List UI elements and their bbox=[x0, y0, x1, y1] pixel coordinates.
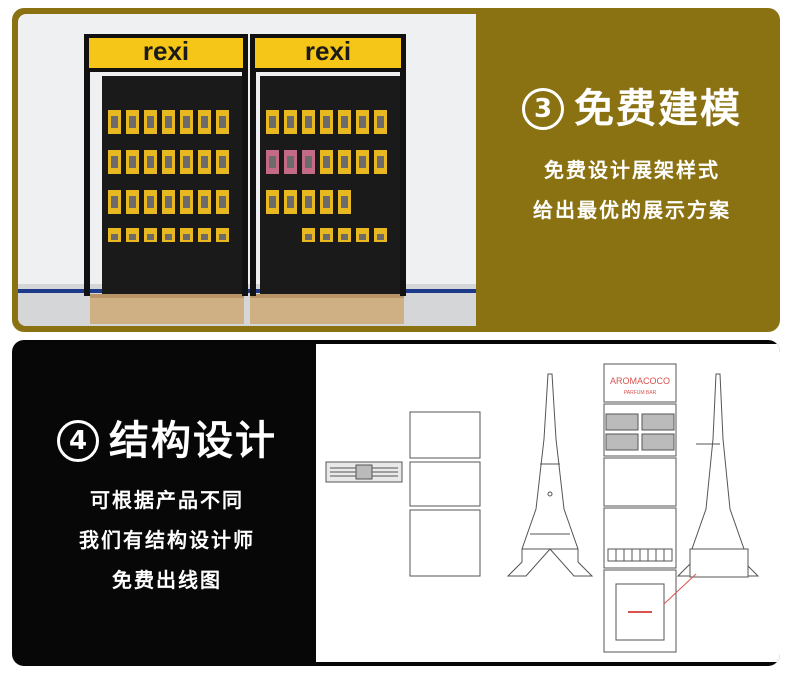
structure-design-title: 结构设计 bbox=[109, 418, 277, 464]
product-package-window bbox=[201, 196, 208, 208]
product-package-window bbox=[147, 196, 154, 208]
product-package-window bbox=[341, 156, 348, 168]
product-package-window bbox=[129, 156, 136, 168]
product-package-window bbox=[359, 234, 366, 240]
product-package-window bbox=[111, 196, 118, 208]
product-package-window bbox=[219, 156, 226, 168]
structure-design-line-1: 可根据产品不同 bbox=[90, 488, 244, 512]
product-package-window bbox=[305, 234, 312, 240]
product-package-window bbox=[201, 156, 208, 168]
product-package-window bbox=[269, 156, 276, 168]
product-package-window bbox=[165, 234, 172, 240]
drawing-subbrand: PARFUM BAR bbox=[624, 390, 657, 396]
product-package-window bbox=[183, 234, 190, 240]
product-package-window bbox=[183, 156, 190, 168]
product-package-window bbox=[305, 156, 312, 168]
product-package-window bbox=[323, 234, 330, 240]
rack-sign-left: rexi bbox=[143, 36, 189, 66]
product-package-window bbox=[165, 196, 172, 208]
structure-design-line-2: 我们有结构设计师 bbox=[79, 528, 255, 552]
product-package-window bbox=[129, 116, 136, 128]
structure-design-line-3: 免费出线图 bbox=[112, 568, 222, 592]
structural-line-drawing: AROMACOCO PARFUM BAR bbox=[316, 344, 780, 662]
product-package-window bbox=[359, 156, 366, 168]
product-package-window bbox=[129, 196, 136, 208]
product-package-window bbox=[341, 196, 348, 208]
product-package-window bbox=[219, 196, 226, 208]
free-modeling-line-1: 免费设计展架样式 bbox=[544, 158, 720, 182]
product-package-window bbox=[323, 156, 330, 168]
product-package-window bbox=[147, 156, 154, 168]
product-package-window bbox=[269, 196, 276, 208]
product-package-window bbox=[201, 234, 208, 240]
product-package-window bbox=[147, 116, 154, 128]
free-modeling-text: 3 免费建模 免费设计展架样式 给出最优的展示方案 bbox=[492, 88, 772, 230]
product-package-window bbox=[341, 116, 348, 128]
free-modeling-title: 免费建模 bbox=[574, 86, 742, 132]
product-package-window bbox=[147, 234, 154, 240]
product-package-window bbox=[219, 234, 226, 240]
product-package-window bbox=[287, 116, 294, 128]
product-package-window bbox=[359, 116, 366, 128]
step-number-badge: 4 bbox=[57, 420, 99, 462]
rack-sign-right: rexi bbox=[305, 36, 351, 66]
product-package-window bbox=[377, 156, 384, 168]
structure-design-heading: 4 结构设计 bbox=[57, 420, 277, 462]
product-package-window bbox=[111, 116, 118, 128]
product-package-window bbox=[129, 234, 136, 240]
product-package-window bbox=[323, 196, 330, 208]
free-modeling-heading: 3 免费建模 bbox=[522, 88, 742, 130]
product-package-window bbox=[287, 196, 294, 208]
product-package-window bbox=[183, 116, 190, 128]
product-package-window bbox=[201, 116, 208, 128]
product-package-window bbox=[165, 156, 172, 168]
product-package-window bbox=[377, 116, 384, 128]
display-rack-photo: rexi rexi bbox=[18, 14, 476, 326]
drawing-brand: AROMACOCO bbox=[610, 376, 670, 386]
step-number-badge: 3 bbox=[522, 88, 564, 130]
product-package-window bbox=[111, 156, 118, 168]
product-package-window bbox=[183, 196, 190, 208]
display-rack-illustration: rexi rexi bbox=[18, 34, 476, 326]
structure-design-panel: 4 结构设计 可根据产品不同 我们有结构设计师 免费出线图 ARO bbox=[12, 340, 780, 666]
technical-drawing: AROMACOCO PARFUM BAR bbox=[325, 363, 760, 653]
product-package-window bbox=[323, 116, 330, 128]
product-package-window bbox=[305, 116, 312, 128]
product-package-window bbox=[377, 234, 384, 240]
free-modeling-line-2: 给出最优的展示方案 bbox=[533, 198, 731, 222]
product-package-window bbox=[269, 116, 276, 128]
product-package-window bbox=[287, 156, 294, 168]
structure-design-text: 4 结构设计 可根据产品不同 我们有结构设计师 免费出线图 bbox=[22, 420, 312, 600]
free-modeling-panel: rexi rexi 3 免费建模 免费设计展架样式 给出最优的展示方案 bbox=[12, 8, 780, 332]
product-package-window bbox=[305, 196, 312, 208]
product-package-window bbox=[341, 234, 348, 240]
product-package-window bbox=[219, 116, 226, 128]
product-package-window bbox=[111, 234, 118, 240]
product-package-window bbox=[165, 116, 172, 128]
